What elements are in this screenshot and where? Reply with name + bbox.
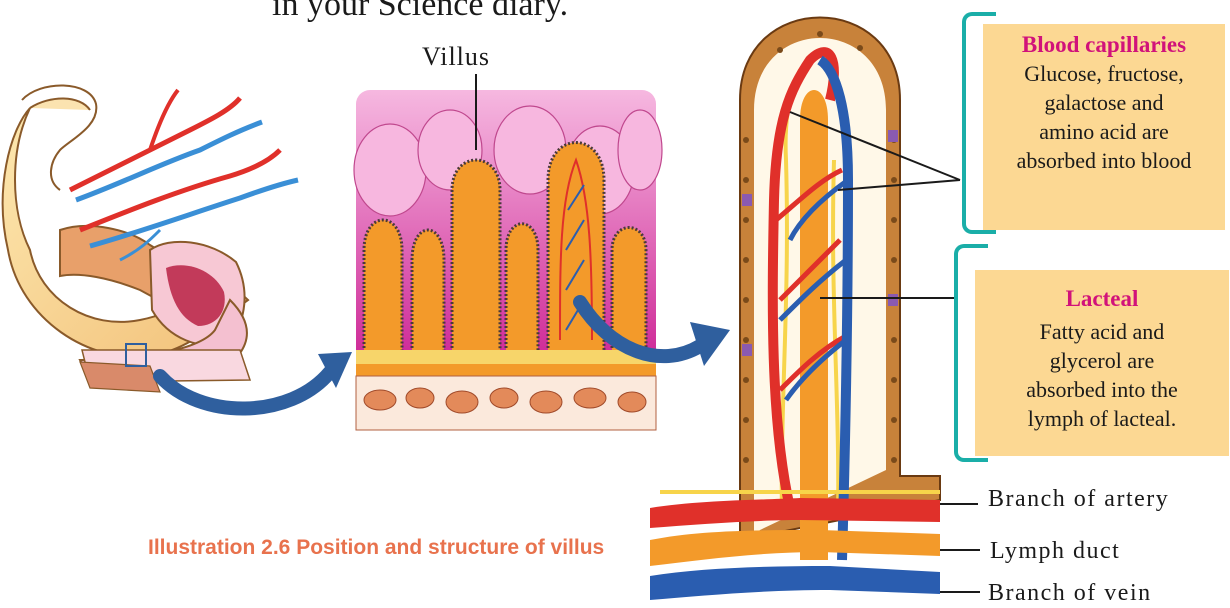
branch-of-vein-label: Branch of vein <box>988 580 1152 607</box>
enlarged-villus <box>650 18 980 601</box>
branch-of-artery-label: Branch of artery <box>988 486 1169 513</box>
lacteal-line: lymph of lacteal. <box>975 404 1229 433</box>
blood-capillaries-line: amino acid are <box>983 117 1225 146</box>
figure-caption: Illustration 2.6 Position and structure … <box>148 536 604 560</box>
villus-label: Villus <box>422 42 490 72</box>
blood-capillaries-line: absorbed into blood <box>983 146 1225 175</box>
lacteal-line: glycerol are <box>975 346 1229 375</box>
blood-capillaries-line: Glucose, fructose, <box>983 59 1225 88</box>
lacteal-title: Lacteal <box>975 284 1229 313</box>
lacteal-box: Lacteal Fatty acid and glycerol are abso… <box>975 270 1229 456</box>
lacteal-line: absorbed into the <box>975 375 1229 404</box>
villi-cross-section <box>354 74 662 430</box>
blood-capillaries-title: Blood capillaries <box>983 30 1225 59</box>
blood-capillaries-line: galactose and <box>983 88 1225 117</box>
lacteal-line: Fatty acid and <box>975 317 1229 346</box>
blood-capillaries-box: Blood capillaries Glucose, fructose, gal… <box>983 24 1225 230</box>
small-intestine-illustration <box>3 85 298 392</box>
lymph-duct-label: Lymph duct <box>990 538 1120 565</box>
